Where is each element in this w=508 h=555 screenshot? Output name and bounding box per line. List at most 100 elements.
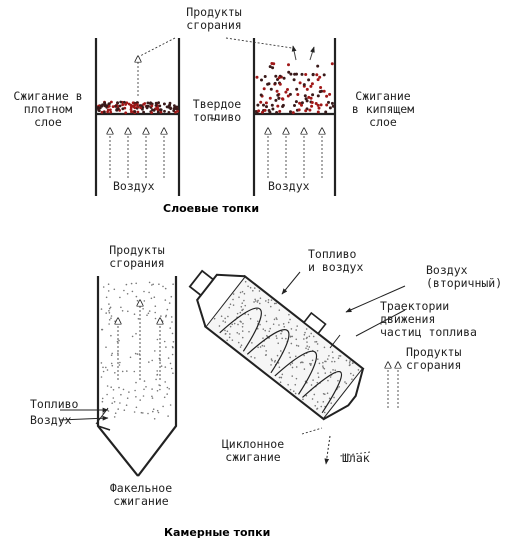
torch-particle [162, 285, 164, 288]
torch-particle [156, 370, 158, 372]
cyclone-particle [297, 345, 300, 347]
fuel-particle [289, 72, 293, 76]
torch-particle [145, 386, 147, 388]
cyclone-particle [317, 376, 320, 379]
cyclone-particle [333, 360, 336, 363]
cyclone-particle [269, 305, 272, 308]
fuel-particle [309, 96, 313, 100]
fuel-particle [167, 111, 171, 114]
cyclone-particle [231, 339, 234, 341]
cyclone-particle [322, 365, 324, 367]
cyclone-particle [253, 287, 256, 289]
torch-particle [113, 416, 116, 418]
torch-particles [100, 281, 175, 420]
layered-caption: Слоевые топки [163, 202, 260, 215]
cyclone-particle [264, 314, 267, 317]
torch-particle [113, 288, 116, 291]
cyclone-particle [326, 392, 329, 395]
torch-particle [123, 409, 126, 412]
fuel-particle [142, 103, 146, 106]
torch-particle [166, 393, 168, 395]
cyclone-inlet-arrows [281, 271, 406, 349]
torch-particle [106, 393, 108, 396]
torch-particle [105, 296, 108, 299]
fuel-particle [173, 104, 176, 107]
fuel-particle [146, 101, 150, 105]
cyclone-particle [330, 402, 333, 404]
cyclone-particle [250, 355, 252, 358]
cyclone-particle [267, 299, 270, 301]
dense-bed-furnace [94, 38, 181, 196]
cyclone-particle [268, 330, 271, 333]
cyclone-particle [323, 367, 326, 370]
slag-arrow [324, 435, 331, 465]
cyclone-particle [232, 304, 235, 306]
torch-particle [131, 290, 134, 293]
fuel-particle [328, 106, 332, 110]
fuel-particle [259, 93, 263, 97]
torch-particle [152, 410, 154, 413]
cyclone-particle [241, 326, 244, 328]
fuel-particle [294, 100, 298, 104]
cyclone-particle [277, 342, 280, 345]
fuel-particle [318, 90, 322, 94]
fuel-particle [274, 74, 278, 78]
cyclone-particle [282, 323, 285, 325]
torch-particle [118, 339, 120, 342]
cyclone-particle [303, 333, 306, 336]
cyclone-particle [259, 346, 262, 348]
torch-particle [151, 284, 153, 286]
fuel-particle [260, 78, 263, 82]
cyclone-particle [344, 381, 346, 383]
cyclone-products-arrows [388, 362, 398, 408]
cyclone-chamber [188, 269, 406, 465]
fuel-particle [269, 87, 273, 91]
fuel-particle [274, 98, 278, 102]
cyclone-particle [349, 364, 351, 366]
fluidized-air-arrows [268, 128, 322, 178]
cyclone-particle [278, 376, 281, 379]
dense-fuel-bed [96, 100, 180, 115]
torch-particle [147, 412, 149, 415]
cyclone-particle [323, 411, 326, 414]
cyclone-particle [229, 325, 232, 328]
cyclone-particle [285, 337, 287, 340]
cyclone-particle [291, 335, 294, 338]
torch-particle [101, 328, 104, 331]
fuel-particle [276, 104, 280, 108]
cyclone-particle [291, 366, 294, 369]
torch-particle [125, 283, 128, 286]
cyclone-particle [243, 292, 246, 295]
cyclone-particle [254, 298, 256, 301]
fuel-particle [154, 101, 158, 105]
fuel-particle [167, 104, 171, 108]
fuel-particle [322, 73, 326, 77]
torch-chamber [59, 276, 178, 477]
cyclone-particle [290, 342, 293, 345]
fuel-particle [107, 104, 111, 108]
fuel-particle [111, 105, 115, 108]
fuel-particle [129, 104, 133, 107]
torch-particle [156, 338, 159, 341]
torch-particle [152, 283, 154, 286]
cyclone-particle [252, 289, 254, 292]
fuel-particle [278, 82, 282, 86]
cyclone-particle [332, 369, 334, 371]
torch-particle [114, 320, 116, 323]
torch-particle [148, 310, 151, 312]
cyclone-particle [316, 408, 318, 410]
fuel-particle [275, 89, 279, 93]
cyclone-particle [241, 302, 244, 304]
torch-particle [105, 346, 107, 349]
torch-particle [135, 406, 138, 409]
fuel-particle [136, 103, 139, 106]
cyclone-particle [288, 352, 290, 354]
torch-particle [112, 389, 115, 391]
cyclone-particle [257, 346, 259, 349]
torch-particle [111, 402, 113, 405]
torch-particle [147, 312, 150, 315]
fuel-particle [316, 103, 320, 107]
torch-particle [107, 290, 110, 292]
